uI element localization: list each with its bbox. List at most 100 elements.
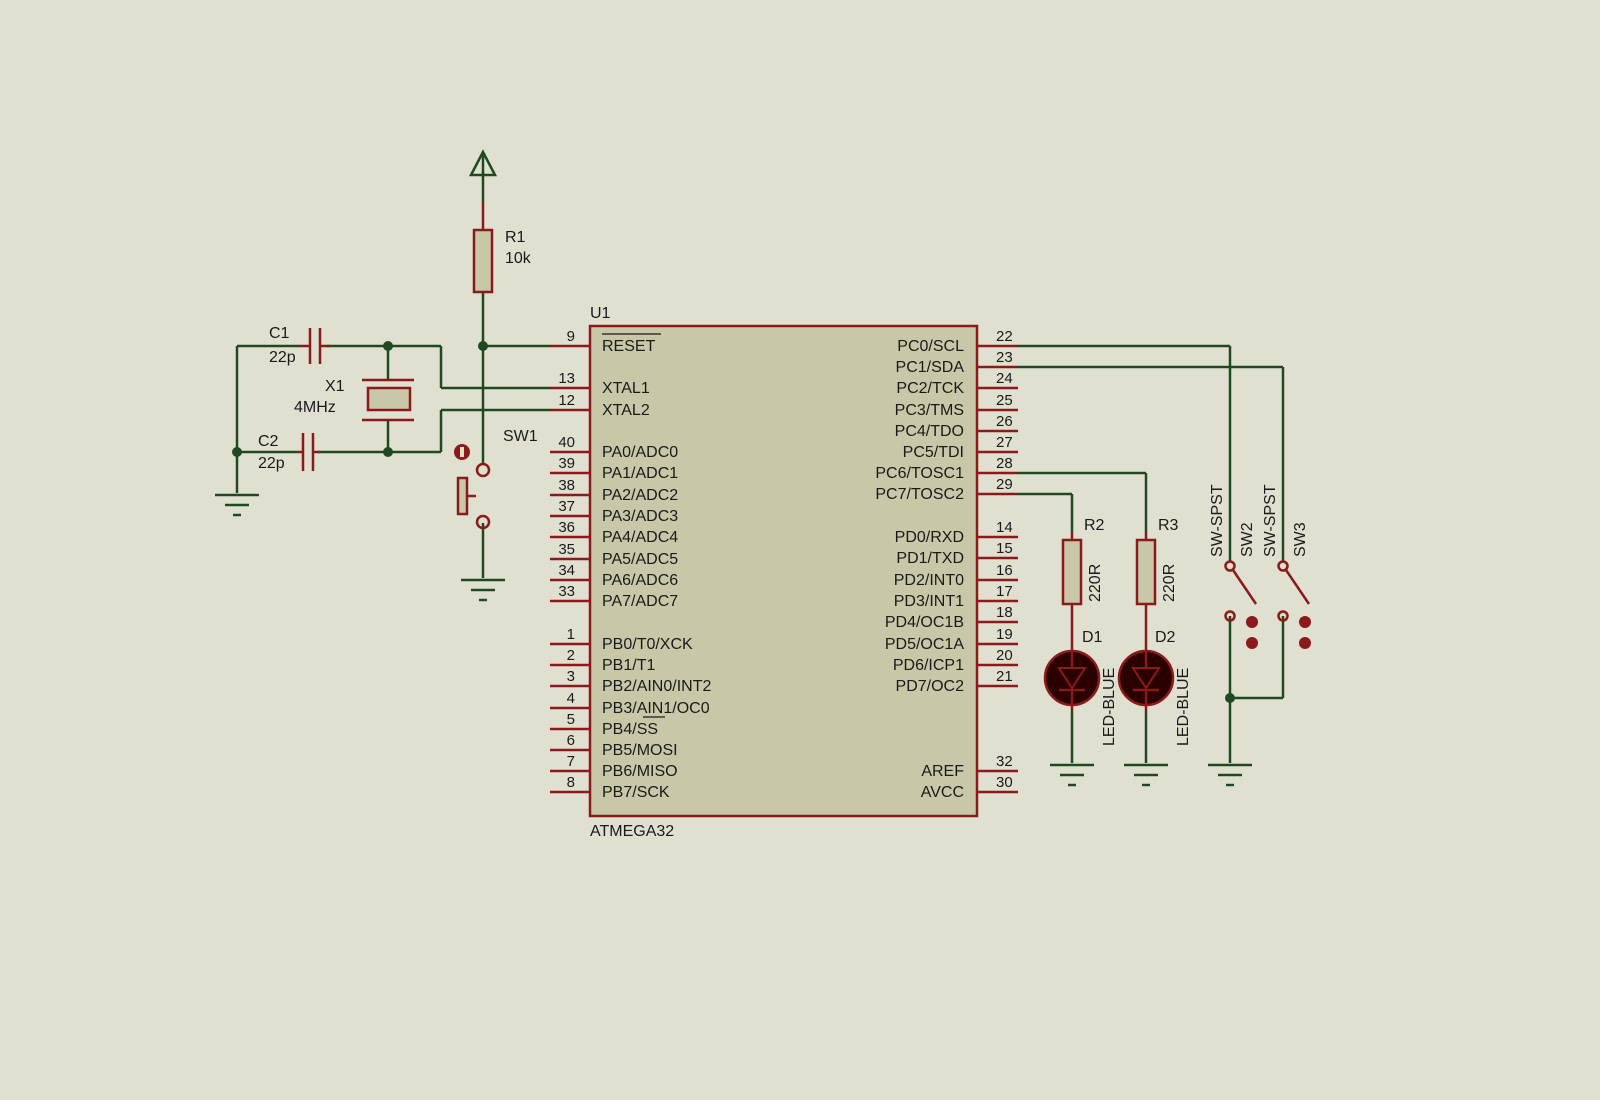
resistor-r2[interactable]: R2 220R bbox=[1061, 517, 1105, 612]
u1-right-pins: 22PC0/SCL23PC1/SDA24PC2/TCK25PC3/TMS26PC… bbox=[875, 328, 1018, 801]
x1-value: 4MHz bbox=[294, 399, 336, 416]
pin-number: 25 bbox=[996, 392, 1013, 409]
capacitor-c1[interactable]: C1 22p bbox=[269, 325, 330, 366]
pin-number: 16 bbox=[996, 562, 1013, 579]
pin-name: XTAL2 bbox=[602, 402, 650, 419]
pin-name: AVCC bbox=[921, 784, 964, 801]
sw3-toggle-icon[interactable] bbox=[1299, 616, 1311, 628]
pin-number: 27 bbox=[996, 434, 1013, 451]
pin-number: 14 bbox=[996, 519, 1013, 536]
sw2-toggle-icon[interactable] bbox=[1246, 616, 1258, 628]
pin-number: 38 bbox=[558, 477, 575, 494]
pin-number: 15 bbox=[996, 540, 1013, 557]
crystal-x1[interactable]: X1 4MHz bbox=[294, 378, 414, 422]
pin-number: 13 bbox=[558, 370, 575, 387]
chip-u1[interactable]: U1 ATMEGA32 9RESET13XTAL112XTAL240PA0/AD… bbox=[550, 305, 1018, 840]
pin-number: 33 bbox=[558, 583, 575, 600]
d1-ref: D1 bbox=[1082, 629, 1103, 646]
pin-name: PB7/SCK bbox=[602, 784, 670, 801]
switch-sw1[interactable]: SW1 bbox=[454, 428, 538, 530]
pin-name: XTAL1 bbox=[602, 380, 650, 397]
pin-name: PA7/ADC7 bbox=[602, 593, 678, 610]
switch-sw3[interactable]: SW-SPST SW3 bbox=[1262, 484, 1311, 649]
pin-number: 7 bbox=[567, 753, 575, 770]
led-d1[interactable]: D1 LED-BLUE bbox=[1043, 612, 1118, 746]
switch-sw2[interactable]: SW-SPST SW2 bbox=[1209, 484, 1258, 649]
sw3-toggle-icon[interactable] bbox=[1299, 637, 1311, 649]
led-d2[interactable]: D2 LED-BLUE bbox=[1117, 612, 1192, 746]
pin-number: 35 bbox=[558, 541, 575, 558]
pin-name: PB4/SS bbox=[602, 721, 658, 738]
pin-name: PA6/ADC6 bbox=[602, 572, 678, 589]
pin-number: 36 bbox=[558, 519, 575, 536]
pin-name: PD2/INT0 bbox=[894, 572, 964, 589]
pin-number: 12 bbox=[558, 392, 575, 409]
sw3-value: SW-SPST bbox=[1262, 484, 1279, 557]
pin-name: PD4/OC1B bbox=[885, 614, 964, 631]
u1-ref: U1 bbox=[590, 305, 611, 322]
pin-number: 21 bbox=[996, 668, 1013, 685]
pin-name: PC5/TDI bbox=[903, 444, 964, 461]
pin-name: PB2/AIN0/INT2 bbox=[602, 678, 711, 695]
r2-ref: R2 bbox=[1084, 517, 1105, 534]
resistor-r3[interactable]: R3 220R bbox=[1135, 517, 1179, 612]
pin-number: 22 bbox=[996, 328, 1013, 345]
r3-ref: R3 bbox=[1158, 517, 1179, 534]
pin-name: PD5/OC1A bbox=[885, 636, 964, 653]
power-terminal[interactable] bbox=[468, 149, 498, 177]
wires bbox=[235, 172, 1285, 763]
pin-name: PA1/ADC1 bbox=[602, 465, 678, 482]
pin-number: 17 bbox=[996, 583, 1013, 600]
pin-name: PB3/AIN1/OC0 bbox=[602, 700, 710, 717]
junction-dot bbox=[478, 341, 488, 351]
chip-u1-body bbox=[588, 324, 979, 818]
resistor-r1[interactable]: R1 10k bbox=[472, 202, 532, 294]
r3-value: 220R bbox=[1161, 564, 1178, 602]
d2-value: LED-BLUE bbox=[1175, 668, 1192, 746]
pin-number: 26 bbox=[996, 413, 1013, 430]
pin-name: PB5/MOSI bbox=[602, 742, 678, 759]
pin-name: PC0/SCL bbox=[897, 338, 964, 355]
capacitor-c2[interactable]: C2 22p bbox=[258, 433, 320, 472]
sw2-toggle-icon[interactable] bbox=[1246, 637, 1258, 649]
pin-name: PC3/TMS bbox=[895, 402, 964, 419]
